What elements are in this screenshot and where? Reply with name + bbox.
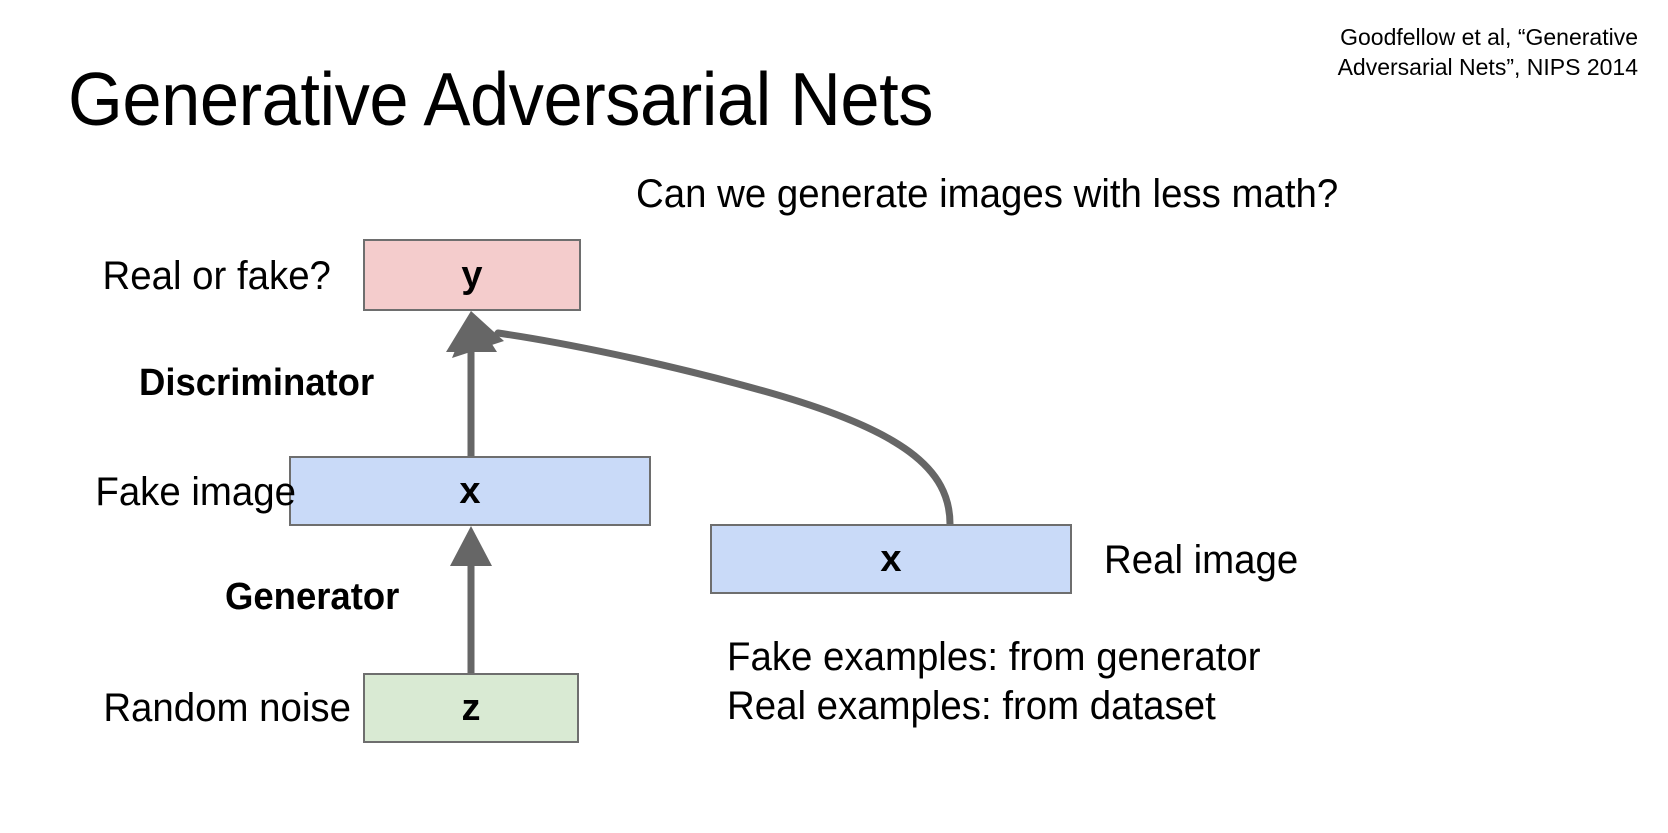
label-discriminator: Discriminator [139, 362, 375, 404]
node-real-image-x[interactable]: x [710, 524, 1072, 594]
citation-line-2: Adversarial Nets”, NIPS 2014 [1337, 54, 1638, 81]
node-noise-z[interactable]: z [363, 673, 579, 743]
arrowhead-into-output-right-wing [452, 311, 504, 358]
node-real-image-symbol: x [880, 537, 902, 580]
node-output-y[interactable]: y [363, 239, 581, 311]
citation-line-1: Goodfellow et al, “Generative [1340, 24, 1638, 50]
note-real-examples: Real examples: from dataset [727, 683, 1216, 728]
node-fake-image-x[interactable]: x [289, 456, 651, 526]
label-random-noise: Random noise [103, 686, 351, 730]
node-noise-symbol: z [461, 686, 481, 729]
label-fake-image: Fake image [95, 470, 296, 514]
node-output-symbol: y [461, 253, 483, 296]
arrowhead-into-fake-image [450, 526, 492, 566]
label-real-or-fake: Real or fake? [102, 254, 331, 298]
page-title: Generative Adversarial Nets [68, 57, 934, 141]
node-fake-image-symbol: x [459, 469, 481, 512]
arrowhead-into-output [446, 311, 497, 352]
citation-block: Goodfellow et al, “Generative Adversaria… [1238, 22, 1638, 83]
label-generator: Generator [225, 576, 400, 618]
bottom-notes-block: Fake examples: from generator Real examp… [727, 633, 1261, 731]
subtitle-question: Can we generate images with less math? [636, 172, 1339, 216]
note-fake-examples: Fake examples: from generator [727, 635, 1261, 679]
label-real-image: Real image [1104, 538, 1299, 582]
